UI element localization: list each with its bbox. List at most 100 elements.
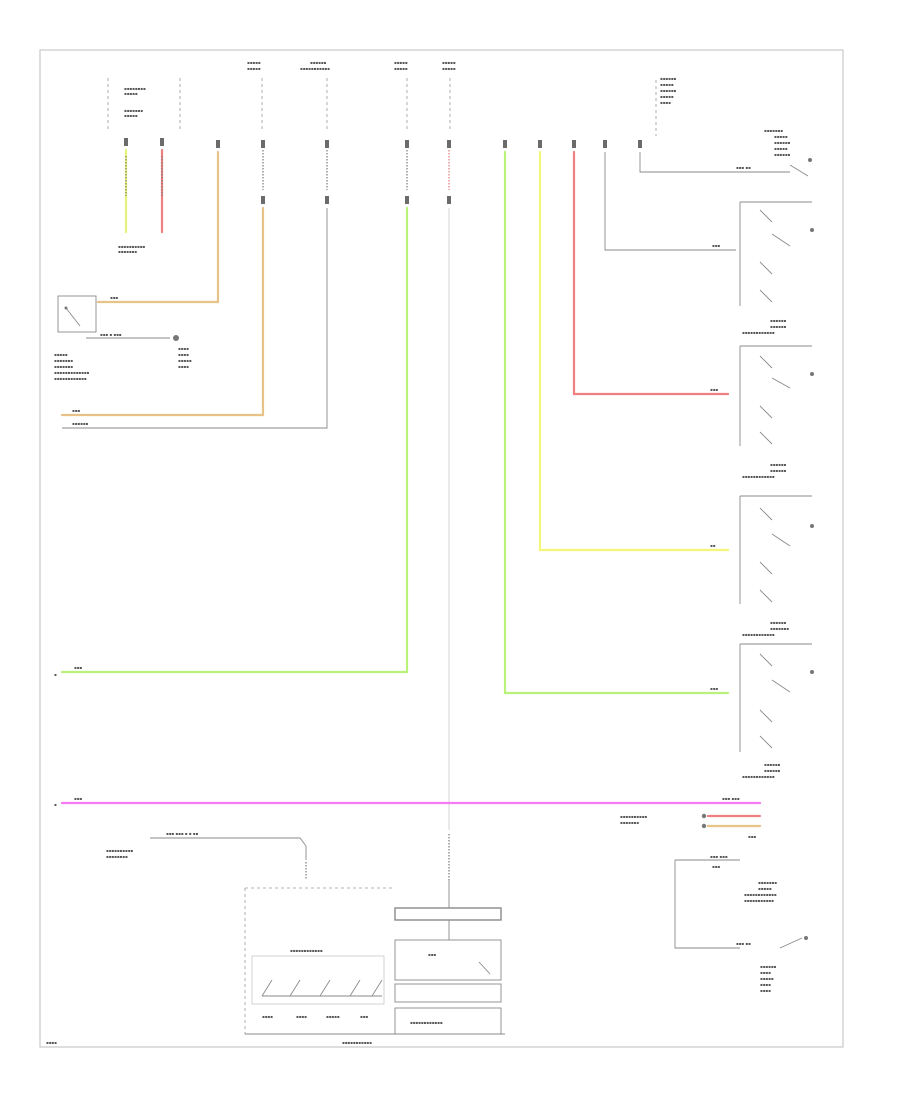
svg-text:▪▪▪▪▪▪▪▪: ▪▪▪▪▪▪▪▪ — [106, 854, 128, 859]
svg-text:▪▪▪▪▪▪: ▪▪▪▪▪▪ — [770, 324, 787, 329]
svg-text:▪▪▪▪▪▪▪: ▪▪▪▪▪▪▪ — [124, 108, 143, 113]
svg-text:▪▪▪: ▪▪▪ — [748, 834, 756, 839]
right-yellow-wire: ▪▪ — [538, 140, 730, 552]
svg-text:▪▪▪▪: ▪▪▪▪ — [760, 988, 771, 993]
left-feed-red — [160, 138, 164, 234]
svg-text:▪▪▪▪: ▪▪▪▪ — [262, 1014, 273, 1019]
svg-text:▪▪▪: ▪▪▪ — [74, 796, 82, 801]
svg-text:▪▪▪▪▪▪: ▪▪▪▪▪▪ — [770, 620, 787, 625]
svg-text:▪▪▪▪: ▪▪▪▪ — [178, 346, 189, 351]
svg-text:▪▪▪: ▪▪▪ — [712, 243, 720, 248]
svg-text:▪▪▪ ▪▪▪: ▪▪▪ ▪▪▪ — [722, 796, 740, 801]
svg-text:▪▪▪: ▪▪▪ — [428, 952, 436, 957]
svg-text:▪▪▪▪▪▪: ▪▪▪▪▪▪ — [770, 318, 787, 323]
control-unit: ▪▪▪ ▪▪▪▪▪▪▪▪▪▪▪▪ ▪▪▪▪▪▪▪▪▪▪▪ ▪▪▪▪▪▪▪▪▪▪▪… — [244, 887, 505, 1045]
svg-text:▪▪▪▪▪: ▪▪▪▪▪ — [124, 113, 138, 118]
svg-text:▪▪▪▪▪▪▪▪▪▪: ▪▪▪▪▪▪▪▪▪▪ — [620, 814, 647, 819]
svg-text:▪▪▪ ▪▪▪: ▪▪▪ ▪▪▪ — [710, 854, 728, 859]
switch-module-2: ▪▪▪▪▪▪ ▪▪▪▪▪▪ ▪▪▪▪▪▪▪▪▪▪▪▪ — [739, 318, 814, 446]
svg-text:▪▪▪▪▪▪: ▪▪▪▪▪▪ — [774, 140, 791, 145]
svg-text:▪▪▪▪▪▪▪▪▪▪▪▪: ▪▪▪▪▪▪▪▪▪▪▪▪ — [742, 474, 775, 479]
svg-text:▪▪▪▪▪: ▪▪▪▪▪ — [394, 66, 408, 71]
switch-module-4: ▪▪▪▪▪▪ ▪▪▪▪▪▪▪ ▪▪▪▪▪▪▪▪▪▪▪▪ ▪▪▪▪▪▪ ▪▪▪▪▪… — [739, 620, 814, 779]
svg-text:▪▪▪▪: ▪▪▪▪ — [760, 982, 771, 987]
svg-text:▪▪▪: ▪▪▪ — [710, 686, 718, 691]
svg-text:▪▪▪▪▪: ▪▪▪▪▪ — [760, 976, 774, 981]
svg-text:▪▪▪▪▪▪▪▪▪▪▪▪: ▪▪▪▪▪▪▪▪▪▪▪▪ — [742, 330, 775, 335]
svg-text:▪▪▪▪▪▪▪▪▪▪▪: ▪▪▪▪▪▪▪▪▪▪▪ — [744, 898, 774, 903]
svg-text:▪▪▪▪▪: ▪▪▪▪▪ — [758, 886, 772, 891]
svg-text:▪▪▪▪▪: ▪▪▪▪▪ — [54, 352, 68, 357]
svg-text:▪▪▪ ▪▪▪ ▪ ▪ ▪▪: ▪▪▪ ▪▪▪ ▪ ▪ ▪▪ — [166, 831, 198, 836]
page-footnote: ▪▪▪▪ — [46, 1040, 57, 1045]
right-gray-wire-2: ▪▪▪ ▪▪ ▪▪▪▪▪▪ ▪▪▪▪▪ ▪▪▪▪▪▪ ▪▪▪▪▪ ▪▪▪▪ — [638, 76, 790, 173]
svg-text:▪▪▪▪▪▪▪▪▪▪▪▪▪: ▪▪▪▪▪▪▪▪▪▪▪▪▪ — [54, 370, 90, 375]
right-gray-wire: ▪▪▪ — [603, 140, 736, 251]
svg-text:▪▪▪▪▪: ▪▪▪▪▪ — [247, 60, 261, 65]
svg-text:▪▪▪▪▪: ▪▪▪▪▪ — [124, 91, 138, 96]
svg-text:▪▪▪▪▪▪▪▪▪▪▪▪: ▪▪▪▪▪▪▪▪▪▪▪▪ — [290, 948, 323, 953]
svg-text:▪▪▪▪▪▪: ▪▪▪▪▪▪ — [660, 88, 677, 93]
svg-text:▪▪▪▪▪: ▪▪▪▪▪ — [247, 66, 261, 71]
svg-text:▪▪▪▪▪▪▪: ▪▪▪▪▪▪▪ — [770, 626, 789, 631]
pink-bus: ▪▪▪ ▪ ▪▪▪ ▪▪▪ ▪▪▪▪▪▪▪▪▪▪ ▪▪▪▪▪▪▪ ▪▪▪ — [54, 796, 762, 839]
svg-text:▪▪▪▪▪▪▪▪▪▪▪▪: ▪▪▪▪▪▪▪▪▪▪▪▪ — [742, 774, 775, 779]
svg-text:▪▪▪▪▪: ▪▪▪▪▪ — [442, 60, 456, 65]
svg-text:▪▪▪▪▪▪: ▪▪▪▪▪▪ — [774, 152, 791, 157]
switch-module-1: ▪▪▪▪▪▪▪ ▪▪▪▪▪ ▪▪▪▪▪▪ ▪▪▪▪▪ ▪▪▪▪▪▪ — [739, 128, 814, 306]
tan-wire-1: ▪▪▪ — [96, 140, 220, 304]
green-wire-left: ▪▪▪ ▪ — [54, 140, 409, 677]
svg-text:▪▪▪▪: ▪▪▪▪ — [178, 364, 189, 369]
lower-right-switch: ▪▪▪ ▪▪▪ ▪▪▪ ▪▪▪ ▪▪ ▪▪▪▪▪▪▪ ▪▪▪▪▪ ▪▪▪▪▪▪▪… — [674, 854, 808, 993]
svg-text:▪▪▪▪▪▪▪▪▪▪▪▪: ▪▪▪▪▪▪▪▪▪▪▪▪ — [744, 892, 777, 897]
center-trunk — [447, 140, 451, 908]
svg-text:▪▪▪▪▪▪: ▪▪▪▪▪▪ — [760, 964, 777, 969]
svg-text:▪▪▪▪▪▪▪▪▪▪: ▪▪▪▪▪▪▪▪▪▪ — [118, 244, 145, 249]
svg-text:▪▪▪: ▪▪▪ — [710, 387, 718, 392]
svg-text:▪▪▪▪▪: ▪▪▪▪▪ — [774, 134, 788, 139]
lower-left-switch: ▪▪▪ ▪▪▪ ▪ ▪ ▪▪ ▪▪▪▪▪▪▪▪▪▪ ▪▪▪▪▪▪▪▪ — [106, 831, 307, 880]
left-feed-yellow — [124, 138, 128, 234]
top-fuse-labels: ▪▪▪▪▪ ▪▪▪▪▪ ▪▪▪▪▪▪ ▪▪▪▪▪▪▪▪▪▪▪ ▪▪▪▪▪ ▪▪▪… — [247, 60, 456, 130]
svg-text:▪▪▪▪▪▪▪▪▪▪▪: ▪▪▪▪▪▪▪▪▪▪▪ — [342, 1040, 372, 1045]
svg-text:▪▪▪▪▪▪: ▪▪▪▪▪▪ — [764, 762, 781, 767]
svg-text:▪▪▪▪▪▪▪▪▪▪▪▪: ▪▪▪▪▪▪▪▪▪▪▪▪ — [54, 376, 87, 381]
svg-text:▪▪▪ ▪▪: ▪▪▪ ▪▪ — [736, 165, 751, 170]
svg-text:▪▪▪ ▪▪: ▪▪▪ ▪▪ — [736, 941, 751, 946]
left-switch-component: ▪▪▪ ▪ ▪▪▪ ▪▪▪▪▪ ▪▪▪▪▪▪▪ ▪▪▪▪▪▪▪ ▪▪▪▪▪▪▪▪… — [54, 295, 192, 381]
svg-text:▪▪▪▪▪: ▪▪▪▪▪ — [660, 94, 674, 99]
svg-text:▪▪▪▪: ▪▪▪▪ — [760, 970, 771, 975]
svg-text:▪▪▪▪▪▪: ▪▪▪▪▪▪ — [310, 60, 327, 65]
svg-text:▪▪▪: ▪▪▪ — [360, 1014, 368, 1019]
svg-text:▪▪▪▪▪: ▪▪▪▪▪ — [442, 66, 456, 71]
gray-wire-1: ▪▪▪ ▪▪▪ — [62, 140, 329, 429]
svg-text:▪▪: ▪▪ — [710, 543, 716, 548]
svg-text:▪▪▪▪▪▪: ▪▪▪▪▪▪ — [764, 768, 781, 773]
svg-text:▪▪▪▪▪▪▪: ▪▪▪▪▪▪▪ — [54, 358, 73, 363]
svg-text:▪▪▪: ▪▪▪ — [72, 408, 80, 413]
svg-text:▪▪▪▪: ▪▪▪▪ — [178, 352, 189, 357]
svg-text:▪: ▪ — [54, 672, 57, 677]
svg-text:▪▪▪▪: ▪▪▪▪ — [660, 100, 671, 105]
svg-text:▪▪▪▪▪: ▪▪▪▪▪ — [326, 1014, 340, 1019]
svg-text:▪▪▪▪▪▪▪: ▪▪▪▪▪▪▪ — [620, 820, 639, 825]
svg-text:▪▪▪▪▪▪: ▪▪▪▪▪▪ — [770, 468, 787, 473]
svg-text:▪▪▪▪▪▪▪: ▪▪▪▪▪▪▪ — [118, 249, 137, 254]
svg-text:▪▪▪ ▪ ▪▪▪: ▪▪▪ ▪ ▪▪▪ — [100, 332, 122, 337]
tan-wire-2: ▪▪▪ — [60, 140, 265, 417]
svg-text:▪▪▪: ▪▪▪ — [712, 864, 720, 869]
svg-text:▪▪▪▪▪▪▪: ▪▪▪▪▪▪▪ — [758, 880, 777, 885]
svg-text:▪▪▪▪▪▪▪▪▪▪▪: ▪▪▪▪▪▪▪▪▪▪▪ — [300, 66, 330, 71]
diagram-frame — [39, 49, 844, 1048]
switch-module-3: ▪▪▪▪▪▪ ▪▪▪▪▪▪ ▪▪▪▪▪▪▪▪▪▪▪▪ — [739, 462, 814, 604]
svg-text:▪▪▪▪▪▪: ▪▪▪▪▪▪ — [72, 421, 89, 426]
right-green-wire: ▪▪▪ — [503, 140, 730, 695]
svg-text:▪▪▪: ▪▪▪ — [110, 295, 118, 300]
svg-text:▪▪▪▪▪▪▪▪▪▪: ▪▪▪▪▪▪▪▪▪▪ — [106, 848, 133, 853]
right-red-wire: ▪▪▪ — [572, 140, 730, 396]
top-left-legend: ▪▪▪▪▪▪▪▪ ▪▪▪▪▪ ▪▪▪▪▪▪▪ ▪▪▪▪▪ — [107, 78, 181, 132]
svg-text:▪▪▪▪▪▪▪▪: ▪▪▪▪▪▪▪▪ — [124, 86, 146, 91]
svg-text:▪▪▪▪▪: ▪▪▪▪▪ — [660, 82, 674, 87]
svg-text:▪▪▪▪▪▪▪▪▪▪▪▪: ▪▪▪▪▪▪▪▪▪▪▪▪ — [410, 1020, 443, 1025]
svg-text:▪: ▪ — [54, 802, 57, 807]
